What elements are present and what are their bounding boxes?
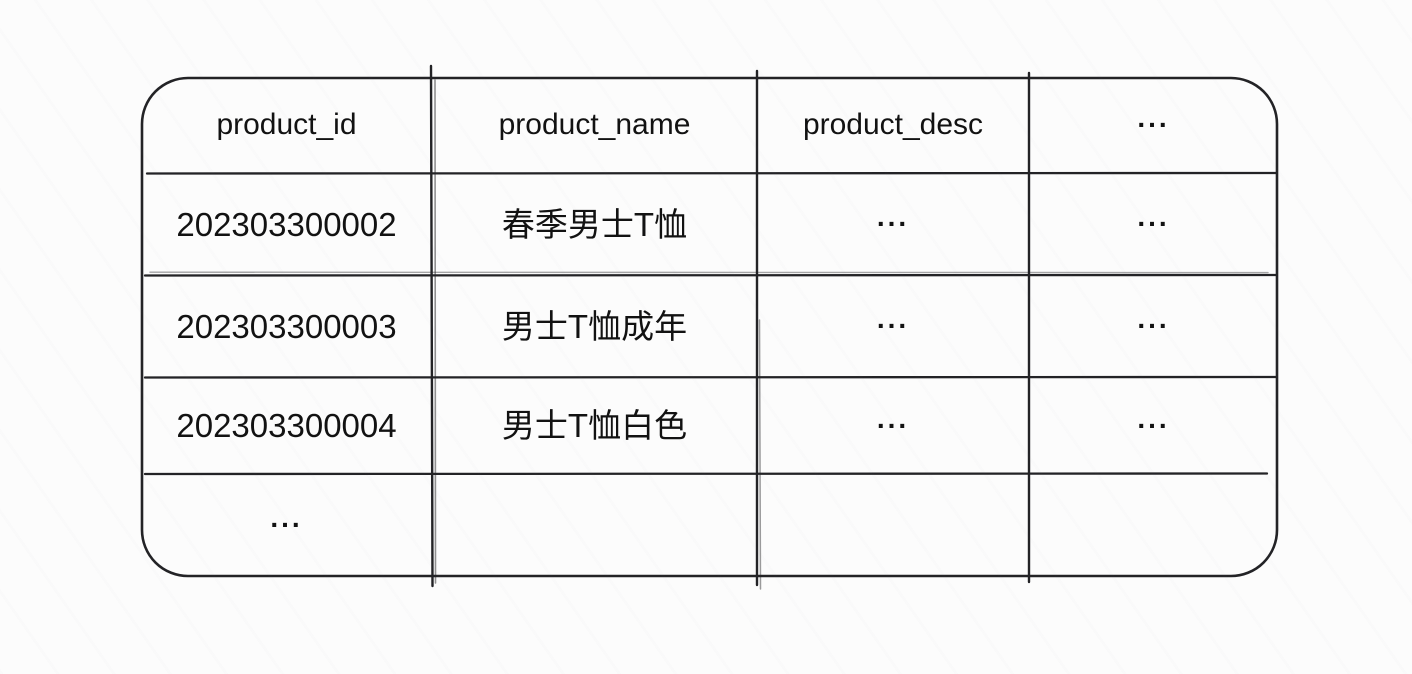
table-cell-product-id: 202303300003 bbox=[176, 307, 397, 345]
table-cell-product-name: 男士T恤白色 bbox=[501, 407, 688, 444]
table-outer-border bbox=[140, 76, 1279, 578]
column-divider-2-overdraw bbox=[758, 319, 762, 590]
header-cell-product-desc: product_desc bbox=[802, 108, 984, 141]
table-cell-more-rows: ... bbox=[270, 501, 303, 533]
column-divider-1 bbox=[429, 64, 434, 588]
table-cell-product-id: 202303300002 bbox=[176, 205, 397, 243]
table-cell-product-name: 男士T恤成年 bbox=[501, 307, 688, 345]
table-cell-empty bbox=[1029, 474, 1278, 575]
row-divider-1 bbox=[143, 273, 1278, 277]
table-cell-product-desc: ... bbox=[876, 303, 910, 334]
row-divider-2 bbox=[143, 375, 1278, 379]
row-divider-3 bbox=[143, 472, 1269, 476]
table-cell-more: ... bbox=[1137, 303, 1170, 334]
column-divider-1-overdraw bbox=[434, 79, 437, 584]
table-cell-empty bbox=[432, 474, 757, 575]
table-cell-empty bbox=[757, 474, 1029, 575]
header-cell-product-id: product_id bbox=[216, 108, 357, 141]
table-cell-product-name: 春季男士T恤 bbox=[501, 205, 688, 243]
table-cell-more: ... bbox=[1137, 402, 1170, 434]
table-cell-more: ... bbox=[1137, 201, 1170, 232]
row-divider-header bbox=[145, 171, 1278, 175]
table-cell-product-desc: ... bbox=[876, 201, 910, 232]
header-cell-more-columns: ... bbox=[1137, 102, 1170, 133]
table-cell-product-id: 202303300004 bbox=[176, 407, 397, 444]
header-cell-product-name: product_name bbox=[498, 108, 691, 141]
table-cell-product-desc: ... bbox=[876, 402, 910, 434]
